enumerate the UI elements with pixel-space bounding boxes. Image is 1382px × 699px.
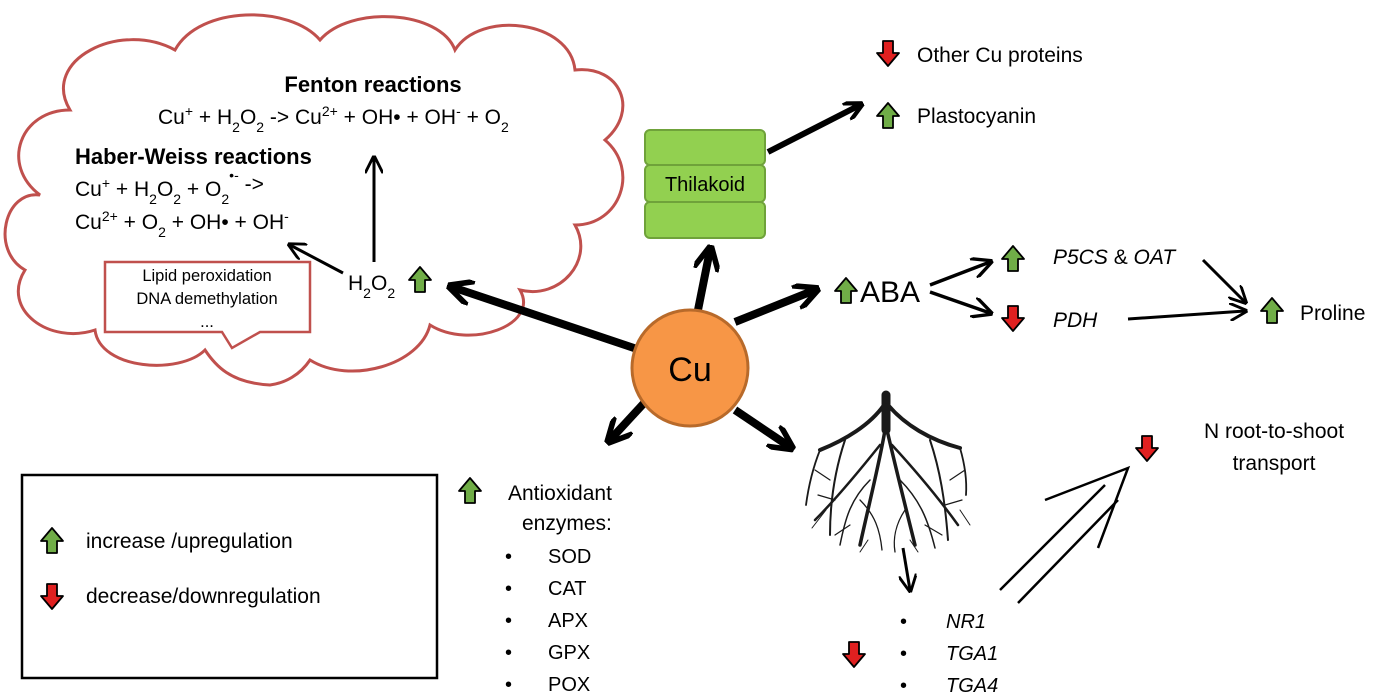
antioxidant-item: CAT — [548, 578, 587, 600]
fenton-title: Fenton reactions — [284, 72, 461, 97]
thylakoid-to-proteins-arrow — [766, 105, 860, 155]
bullet: • — [900, 611, 907, 633]
antioxidant-item: GPX — [548, 642, 590, 664]
legend-decrease-label: decrease/downregulation — [86, 585, 321, 608]
antioxidant-title: Antioxidant — [508, 482, 612, 505]
up-arrow-icon — [834, 277, 858, 304]
gene-list: • NR1 • TGA1 • TGA4 — [900, 611, 998, 697]
root-system-icon — [805, 390, 971, 553]
copper-node: Cu — [630, 308, 750, 428]
n-transport-label-2: transport — [1233, 452, 1316, 475]
legend-increase-label: increase /upregulation — [86, 530, 293, 553]
cu-to-aba-arrow — [733, 290, 815, 326]
pdh-label: PDH — [1053, 309, 1098, 332]
down-arrow-icon — [876, 40, 900, 67]
haber-weiss-title: Haber-Weiss reactions — [75, 144, 312, 169]
aba-to-p5cs-arrow — [929, 262, 990, 287]
bullet: • — [505, 578, 512, 600]
aba-to-pdh-arrow — [929, 290, 990, 313]
other-cu-proteins-label: Other Cu proteins — [917, 44, 1083, 67]
haber-weiss-equation-2: Cu2+ + O2 + OH• + OH- — [75, 208, 289, 240]
antioxidant-list: • SOD • CAT • APX • GPX • POX — [505, 546, 591, 696]
genes-to-transport-arrow — [999, 465, 1131, 604]
up-arrow-icon — [1001, 245, 1025, 272]
h2o2-label: H2O2 — [348, 272, 395, 301]
thylakoid-stack: Thilakoid — [644, 129, 766, 239]
cu-to-root-arrow — [732, 406, 790, 447]
bullet: • — [505, 546, 512, 568]
bullet: • — [505, 642, 512, 664]
down-arrow-icon — [842, 641, 866, 668]
cu-to-thylakoid-arrow — [698, 250, 710, 311]
effect-item: DNA demethylation — [136, 290, 277, 308]
legend: increase /upregulation decrease/downregu… — [20, 473, 439, 680]
proline-label: Proline — [1300, 302, 1365, 325]
fenton-equation: Cu+ + H2O2 -> Cu2+ + OH• + OH- + O2 — [158, 103, 509, 135]
h2o2-to-haber-arrow — [290, 245, 344, 275]
pdh-to-proline-arrow — [1127, 311, 1245, 319]
p5cs-to-proline-arrow — [1201, 258, 1245, 302]
down-arrow-icon — [1135, 435, 1159, 462]
antioxidant-item: APX — [548, 610, 588, 632]
aba-label: ABA — [860, 276, 920, 309]
antioxidant-item: POX — [548, 674, 590, 696]
bullet: • — [900, 643, 907, 665]
thylakoid-label: Thilakoid — [665, 174, 745, 196]
effect-item: Lipid peroxidation — [142, 267, 271, 285]
bullet: • — [505, 610, 512, 632]
oxidative-effects-callout: Lipid peroxidation DNA demethylation ... — [103, 260, 312, 350]
p5cs-oat-label: P5CS & OAT — [1053, 246, 1177, 269]
haber-weiss-equation-1: Cu+ + H2O2 + O2•- -> — [75, 167, 264, 207]
bullet: • — [505, 674, 512, 696]
cu-to-antioxidants-arrow — [610, 399, 648, 440]
up-arrow-icon — [876, 102, 900, 129]
gene-item: TGA1 — [946, 643, 998, 665]
antioxidant-item: SOD — [548, 546, 591, 568]
up-arrow-icon — [1260, 297, 1284, 324]
cu-to-h2o2-arrow — [452, 287, 642, 354]
antioxidant-title-2: enzymes: — [522, 512, 612, 535]
bullet: • — [900, 675, 907, 697]
root-to-genes-arrow — [903, 547, 910, 590]
up-arrow-icon — [458, 477, 482, 504]
down-arrow-icon — [1001, 305, 1025, 332]
plastocyanin-label: Plastocyanin — [917, 105, 1036, 128]
gene-item: TGA4 — [946, 675, 998, 697]
copper-label: Cu — [668, 351, 711, 389]
effect-item: ... — [200, 313, 214, 331]
n-transport-label: N root-to-shoot — [1204, 420, 1344, 443]
gene-item: NR1 — [946, 611, 986, 633]
